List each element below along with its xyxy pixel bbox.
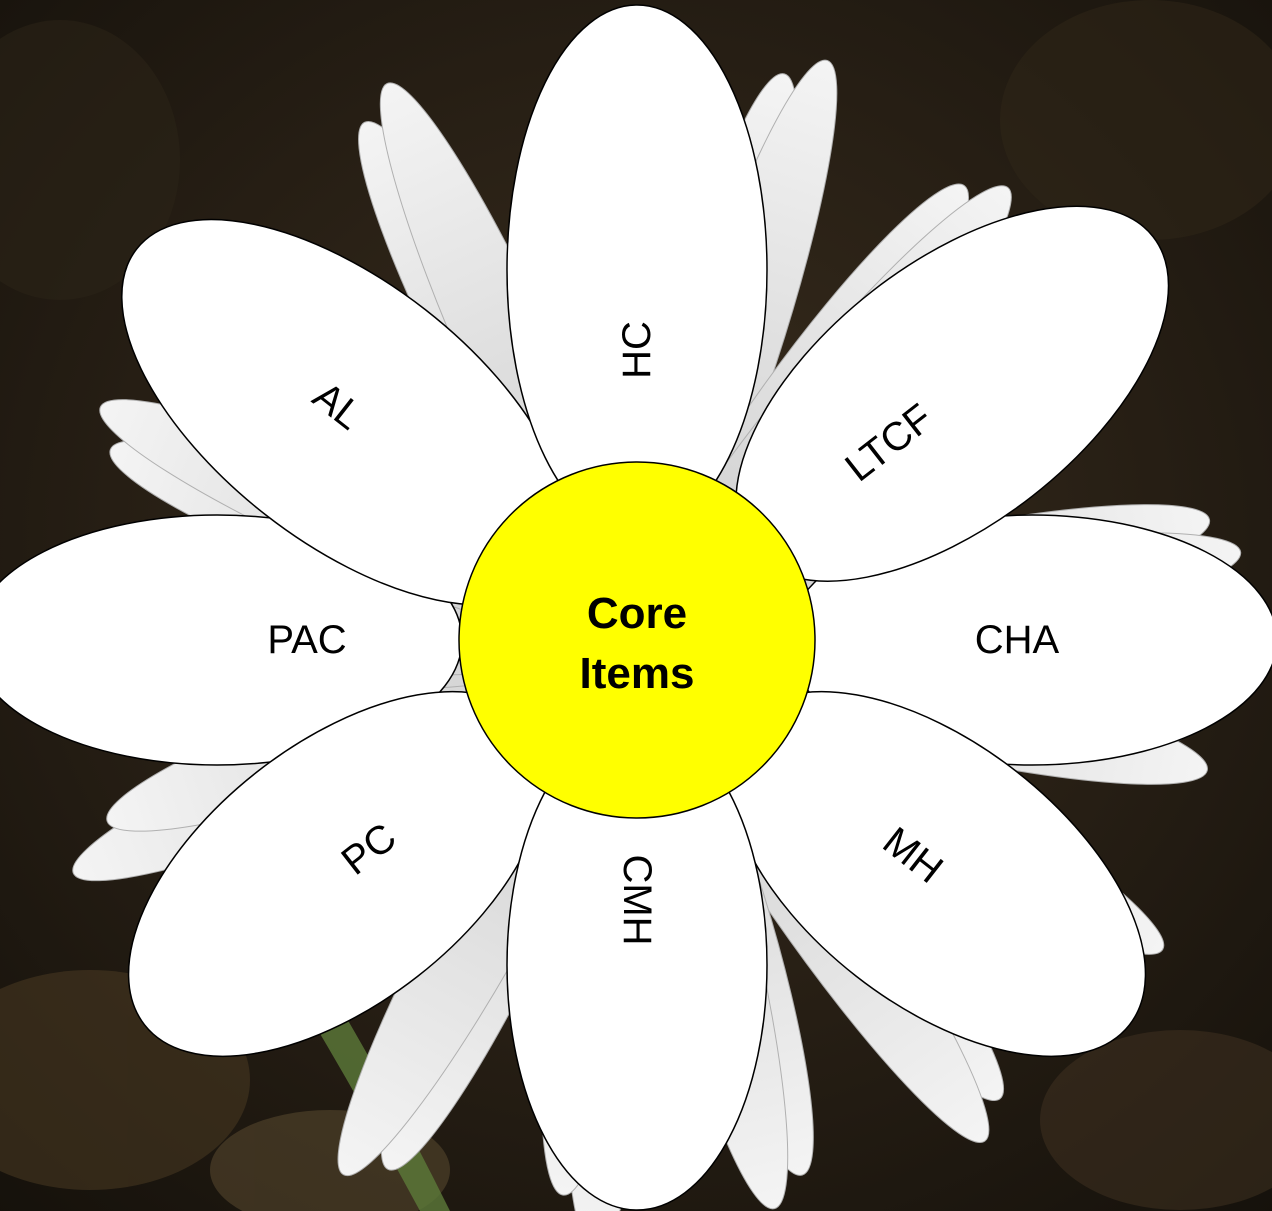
petal-label-cha: CHA: [975, 618, 1060, 662]
petal-hc: HC: [507, 5, 767, 535]
petal-label-pac: PAC: [267, 618, 346, 662]
petal-label-hc: HC: [615, 321, 659, 379]
center-label-line2: Items: [580, 649, 695, 698]
center-node: Core Items: [459, 462, 815, 818]
center-label-line1: Core: [587, 589, 687, 638]
petal-label-cmh: CMH: [615, 854, 659, 945]
center-circle: [459, 462, 815, 818]
petal-shape-hc: [507, 5, 767, 535]
